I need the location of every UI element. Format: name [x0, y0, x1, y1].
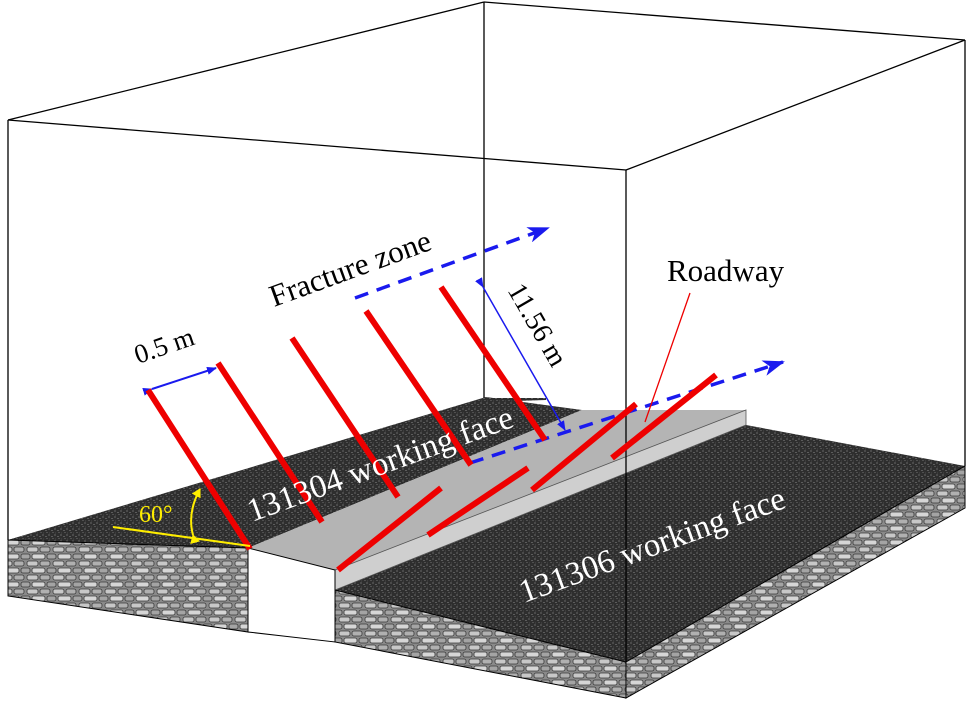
frame — [7, 1, 966, 662]
fracture-line — [438, 285, 548, 442]
fracture-line — [363, 309, 474, 467]
roadway-pointer-line — [644, 292, 691, 423]
length-label: 11.56 m — [501, 278, 573, 372]
fracture-line — [289, 336, 401, 499]
angle-label: 60° — [139, 502, 173, 528]
fracture-line — [610, 372, 718, 461]
rock-side-front-left — [7, 539, 249, 633]
fracture-line — [145, 388, 253, 551]
angle-baseline — [112, 526, 251, 547]
rock-top-left-main — [8, 397, 582, 548]
length-dimension-arrow — [475, 277, 566, 431]
angle-arc-arrow — [190, 488, 201, 545]
spacing-dimension-arrow — [142, 367, 217, 396]
fracture-line — [426, 465, 530, 538]
fracture-line — [336, 485, 443, 573]
fracture-lines — [145, 285, 718, 573]
rock-top-right — [335, 425, 965, 662]
fracture-zone-label: Fracture zone — [264, 223, 435, 314]
rock-side-right — [625, 465, 966, 699]
roadway-portal — [247, 547, 336, 643]
zone-boundary-upper — [354, 226, 550, 300]
fracture-line — [530, 401, 638, 493]
spacing-label: 0.5 m — [130, 321, 198, 369]
roadway-label: Roadway — [667, 253, 785, 288]
fracture-line — [215, 361, 325, 524]
